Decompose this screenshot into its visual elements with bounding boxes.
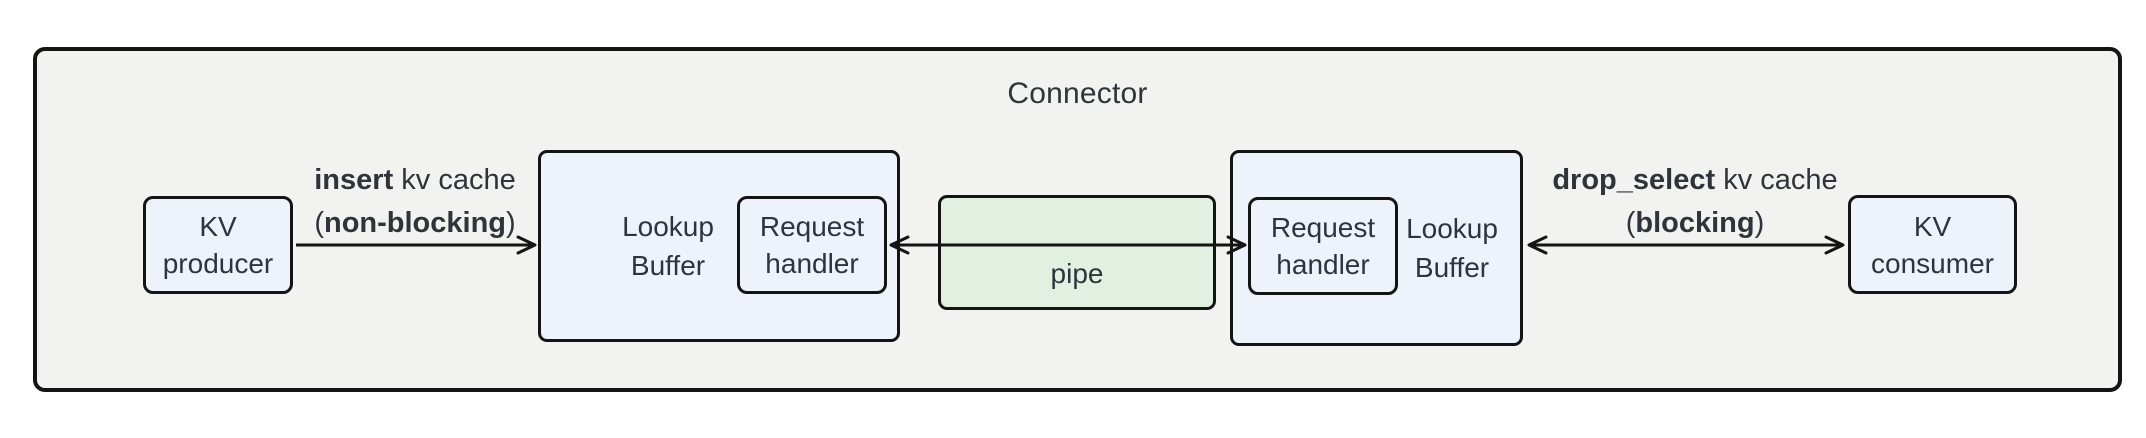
- paren-open: (: [314, 207, 324, 239]
- insert-edge-label: insert kv cache (non-blocking): [235, 159, 595, 245]
- pipe-node: pipe: [938, 195, 1216, 310]
- lookup-buffer-left-line1: Lookup: [622, 211, 714, 242]
- lookup-buffer-left-line2: Buffer: [630, 250, 706, 281]
- request-handler-right-line1: Request: [1270, 212, 1376, 243]
- drop-select-edge-label-line2: (blocking): [1515, 202, 1875, 245]
- kv-consumer-label-line1: KV: [1913, 210, 1952, 242]
- pipe-label: pipe: [1050, 258, 1104, 289]
- lookup-buffer-right-line2: Buffer: [1414, 252, 1490, 283]
- kv-producer-label-line1: KV: [199, 211, 237, 242]
- paren-close: ): [506, 207, 516, 239]
- drop-select-keyword: drop_select: [1552, 164, 1716, 196]
- kv-producer-node: KV producer: [143, 196, 293, 294]
- drop-select-edge-label: drop_select kv cache (blocking): [1515, 159, 1875, 245]
- lookup-buffer-left-label: Lookup Buffer: [563, 153, 773, 339]
- lookup-buffer-right-line1: Lookup: [1406, 213, 1498, 244]
- request-handler-left-line2: handler: [765, 248, 859, 279]
- connector-title: Connector: [1007, 77, 1148, 110]
- paren-open: (: [1625, 207, 1636, 239]
- insert-keyword: insert: [314, 164, 394, 196]
- paren-close: ): [1754, 207, 1765, 239]
- non-blocking-keyword: non-blocking: [323, 207, 507, 239]
- insert-edge-label-line2: (non-blocking): [235, 202, 595, 245]
- lookup-buffer-left-node: Lookup Buffer Request handler: [538, 150, 900, 342]
- request-handler-right-line2: handler: [1276, 249, 1370, 280]
- blocking-keyword: blocking: [1635, 207, 1755, 239]
- request-handler-right-node: Request handler: [1248, 197, 1398, 295]
- drop-select-edge-label-line1: drop_select kv cache: [1515, 159, 1875, 202]
- lookup-buffer-right-node: Request handler Lookup Buffer: [1230, 150, 1523, 346]
- insert-label-rest: kv cache: [393, 164, 516, 196]
- lookup-buffer-right-label: Lookup Buffer: [1392, 153, 1512, 343]
- drop-select-label-rest: kv cache: [1715, 164, 1838, 196]
- request-handler-left-line1: Request: [759, 211, 865, 242]
- request-handler-left-node: Request handler: [737, 196, 887, 294]
- kv-consumer-label-line2: consumer: [1871, 247, 1994, 279]
- insert-edge-label-line1: insert kv cache: [235, 159, 595, 202]
- kv-consumer-node: KV consumer: [1848, 195, 2017, 294]
- kv-producer-label-line2: producer: [162, 248, 274, 279]
